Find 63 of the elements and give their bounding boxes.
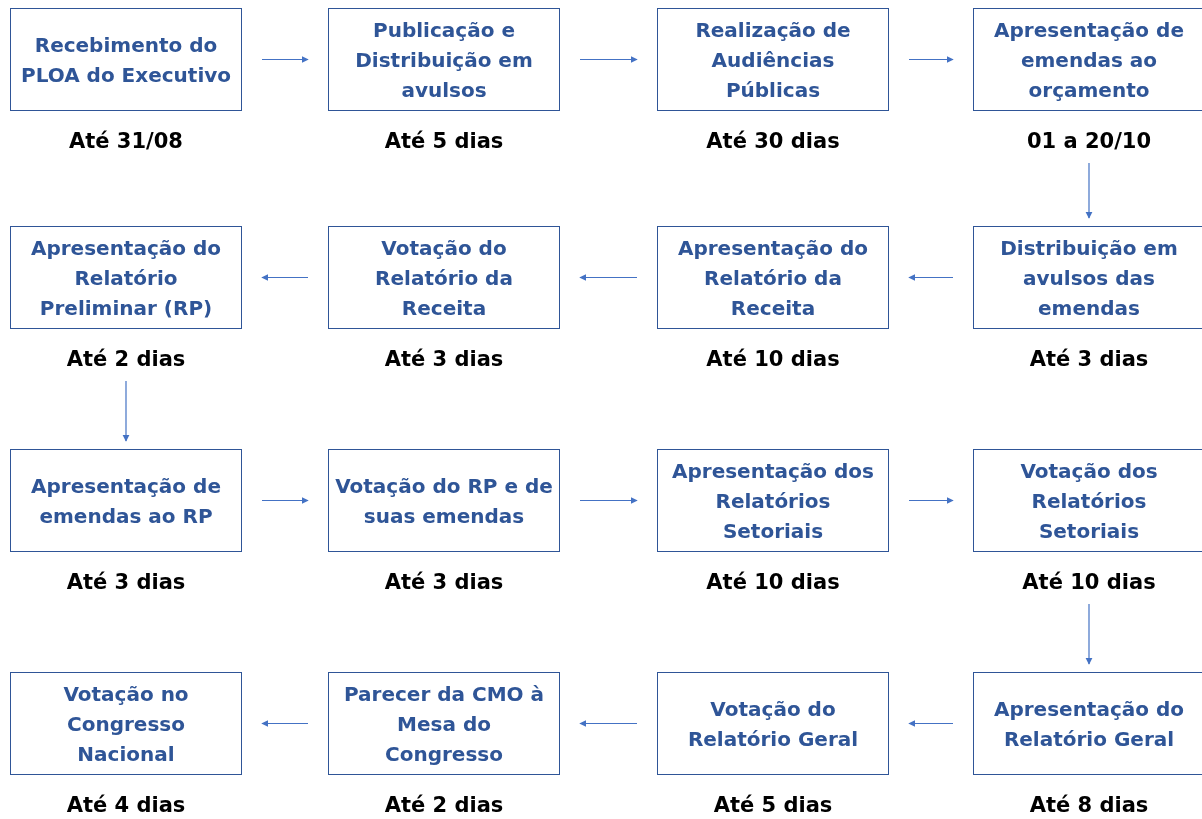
arrow (908, 273, 954, 282)
duration-label: Até 30 dias (705, 128, 841, 155)
step-label: Apresentação do Relatório Geral (992, 695, 1186, 753)
process-box (10, 449, 242, 552)
process-box (328, 672, 560, 775)
arrow (261, 496, 309, 505)
process-box (657, 672, 889, 775)
step-label: Apresentação de emendas ao RP (30, 472, 222, 530)
process-box (10, 672, 242, 775)
duration-label: Até 31/08 (68, 128, 184, 155)
process-box (328, 449, 560, 552)
duration-label: Até 2 dias (383, 792, 505, 819)
process-box (657, 8, 889, 111)
arrow (579, 719, 638, 728)
process-box (10, 226, 242, 329)
duration-label: 01 a 20/10 (1025, 128, 1153, 155)
duration-label: Até 10 dias (1021, 569, 1157, 596)
arrow (1085, 162, 1093, 219)
step-label: Votação dos Relatórios Setoriais (1019, 457, 1159, 545)
arrow (908, 496, 954, 505)
arrow (261, 719, 309, 728)
process-box (973, 449, 1202, 552)
step-label: Apresentação do Relatório da Receita (676, 234, 870, 322)
process-box (657, 226, 889, 329)
arrow (122, 380, 130, 442)
duration-label: Até 5 dias (712, 792, 834, 819)
process-box (328, 226, 560, 329)
step-label: Votação do Relatório da Receita (374, 234, 514, 322)
duration-label: Até 8 dias (1028, 792, 1150, 819)
arrow (579, 273, 638, 282)
process-box (973, 672, 1202, 775)
duration-label: Até 3 dias (383, 346, 505, 373)
duration-label: Até 5 dias (383, 128, 505, 155)
step-label: Realização de Audiências Públicas (694, 16, 852, 104)
duration-label: Até 3 dias (1028, 346, 1150, 373)
step-label: Apresentação do Relatório Preliminar (RP) (29, 234, 223, 322)
process-box (10, 8, 242, 111)
arrow (579, 55, 638, 64)
arrow (579, 496, 638, 505)
step-label: Apresentação dos Relatórios Setoriais (671, 457, 875, 545)
arrow (261, 273, 309, 282)
duration-label: Até 10 dias (705, 346, 841, 373)
duration-label: Até 2 dias (65, 346, 187, 373)
step-label: Votação no Congresso Nacional (62, 680, 190, 768)
process-box (973, 226, 1202, 329)
process-box (973, 8, 1202, 111)
step-label: Parecer da CMO à Mesa do Congresso (342, 680, 546, 768)
step-label: Publicação e Distribuição em avulsos (354, 16, 534, 104)
step-label: Distribuição em avulsos das emendas (999, 234, 1179, 322)
process-box (328, 8, 560, 111)
arrow (261, 55, 309, 64)
step-label: Apresentação de emendas ao orçamento (993, 16, 1185, 104)
step-label: Votação do Relatório Geral (686, 695, 860, 753)
arrow (908, 719, 954, 728)
process-box (657, 449, 889, 552)
duration-label: Até 3 dias (383, 569, 505, 596)
step-label: Votação do RP e de suas emendas (335, 472, 553, 530)
arrow (908, 55, 954, 64)
step-label: Recebimento do PLOA do Executivo (20, 31, 232, 89)
duration-label: Até 3 dias (65, 569, 187, 596)
duration-label: Até 4 dias (65, 792, 187, 819)
arrow (1085, 603, 1093, 665)
duration-label: Até 10 dias (705, 569, 841, 596)
